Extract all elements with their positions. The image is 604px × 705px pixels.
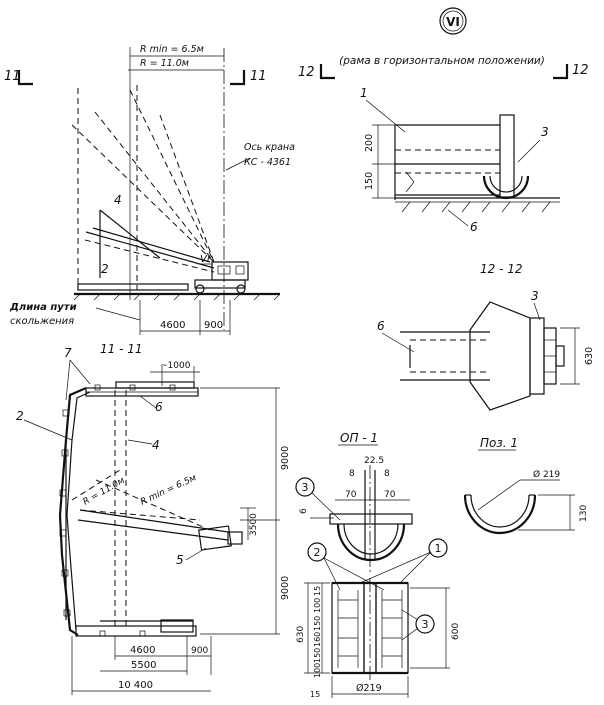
callout-3-side: 3 bbox=[541, 125, 549, 139]
op-callout-1: 1 bbox=[435, 542, 442, 555]
dim-630-sec: 630 bbox=[584, 347, 595, 365]
section-11-right: 11 bbox=[250, 69, 267, 84]
dim-8a: 8 bbox=[349, 469, 355, 479]
crane-axis-line1: Ось крана bbox=[244, 142, 295, 153]
callout-4-elev: 4 bbox=[114, 193, 122, 207]
dim-600-op: 600 bbox=[451, 623, 461, 640]
rmin-top-label: R min = 6.5м bbox=[140, 44, 204, 55]
dim-200: 200 bbox=[364, 134, 375, 152]
dim-6: 6 bbox=[299, 508, 309, 514]
callout-7-plan: 7 bbox=[64, 346, 72, 360]
poz-1-detail: Поз. 1 Ø 219 130 bbox=[463, 436, 589, 535]
dim-9000-a: 9000 bbox=[280, 446, 291, 470]
op-callout-2: 2 bbox=[314, 546, 321, 559]
op-callout-3b: 3 bbox=[422, 618, 429, 631]
op-callout-3: 3 bbox=[302, 481, 309, 494]
section-12-right: 12 bbox=[572, 63, 589, 78]
r-top-label: R = 11.0м bbox=[140, 58, 189, 69]
dim-5500: 5500 bbox=[131, 660, 156, 671]
r-plan-label: R = 11.0м bbox=[82, 476, 127, 508]
dim-4600-elev: 4600 bbox=[160, 320, 185, 331]
dim-3500: 3500 bbox=[249, 513, 259, 536]
dim-4600-plan: 4600 bbox=[130, 645, 155, 656]
dim-900-plan: 900 bbox=[191, 646, 208, 656]
dim-219-bot: Ø219 bbox=[356, 683, 382, 694]
dim-10400: 10 400 bbox=[118, 680, 153, 691]
view-marker-label: VI bbox=[446, 15, 460, 29]
section-12-left: 12 bbox=[298, 65, 315, 80]
section-12-12: 12 - 12 630 6 3 bbox=[377, 262, 595, 411]
dim-130: 130 bbox=[579, 505, 589, 522]
col-dim-1: 100 bbox=[313, 598, 322, 613]
dim-900-elev: 900 bbox=[204, 320, 223, 331]
callout-5-plan: 5 bbox=[176, 553, 184, 567]
dim-9000-b: 9000 bbox=[280, 576, 291, 600]
dim-630-op: 630 bbox=[296, 626, 306, 643]
dim-219-top: Ø 219 bbox=[533, 469, 560, 480]
callout-2-elev: 2 bbox=[101, 262, 109, 276]
op-1-detail: ОП - 1 22.5 8 8 70 70 6 bbox=[295, 431, 461, 699]
dim-22-5: 22.5 bbox=[364, 456, 384, 466]
dim-15-bot: 15 bbox=[310, 690, 320, 699]
callout-6-sec: 6 bbox=[377, 319, 385, 333]
callout-6-plan: 6 bbox=[155, 400, 163, 414]
crane-elevation: 11 11 R min = 6.5м R = 11.0м Ось крана К… bbox=[4, 44, 295, 335]
section-11-left: 11 bbox=[4, 69, 21, 84]
crane-axis-line2: КС - 4361 bbox=[244, 157, 291, 168]
plan-11-11: 11 - 11 7 2 bbox=[16, 342, 291, 695]
rail-note-line1: Длина пути bbox=[9, 302, 77, 313]
col-dim-3: 160 bbox=[313, 632, 322, 647]
callout-2-plan: 2 bbox=[16, 409, 24, 423]
col-dim-2: 150 bbox=[313, 616, 322, 631]
view-marker: VI bbox=[439, 7, 467, 35]
dim-8b: 8 bbox=[384, 469, 390, 479]
dim-1000: ~1000 bbox=[160, 361, 191, 371]
dim-70a: 70 bbox=[345, 490, 357, 500]
rmin-plan-label: R min = 6.5м bbox=[139, 473, 198, 508]
callout-3-sec: 3 bbox=[531, 289, 539, 303]
col-dim-5: 100 bbox=[313, 663, 322, 678]
callout-4-plan: 4 bbox=[152, 438, 160, 452]
dim-15-top: 15 bbox=[313, 586, 322, 596]
op-title: ОП - 1 bbox=[340, 431, 378, 445]
callout-vi-small: VI bbox=[200, 254, 210, 265]
view-note: (рама в горизонтальном положении) bbox=[339, 55, 545, 67]
callout-6-side: 6 bbox=[470, 220, 478, 234]
dim-70b: 70 bbox=[384, 490, 396, 500]
frame-side-view: 12 12 200 150 1 3 6 bbox=[298, 63, 589, 234]
dim-150: 150 bbox=[364, 172, 375, 190]
poz-title: Поз. 1 bbox=[480, 436, 518, 450]
section-12-title: 12 - 12 bbox=[480, 262, 523, 276]
rail-note-line2: скольжения bbox=[10, 316, 74, 327]
col-dim-4: 150 bbox=[313, 648, 322, 663]
callout-1-side: 1 bbox=[360, 86, 368, 100]
section-11-title: 11 - 11 bbox=[100, 342, 143, 356]
